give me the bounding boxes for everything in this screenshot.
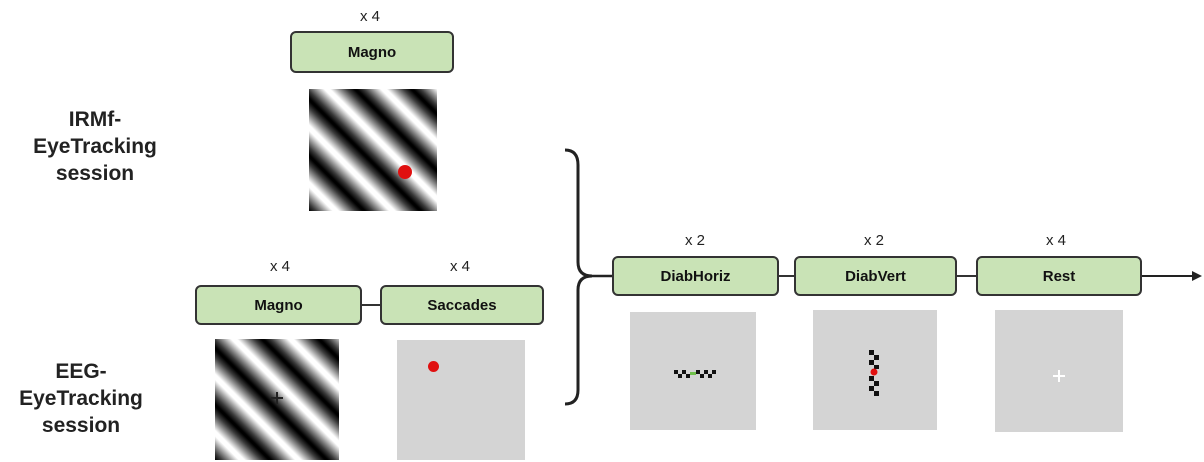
arrow-head <box>1192 271 1202 281</box>
rest-stimulus <box>995 310 1123 432</box>
irmf-magno-block: Magno <box>290 31 454 73</box>
irmf-magno-stimulus <box>309 89 437 211</box>
eeg-session-label: EEG- EyeTracking session <box>19 360 143 437</box>
diab-vert-stimulus <box>813 310 937 430</box>
eeg-magno-block: Magno <box>195 285 362 325</box>
eeg-magno-stimulus <box>215 339 339 460</box>
diab-horiz-stimulus <box>630 312 756 430</box>
fixation-cross-icon <box>271 392 283 404</box>
bracket <box>564 148 593 406</box>
eeg-saccades-stimulus <box>397 340 525 460</box>
irmf-session-label: IRMf- EyeTracking session <box>33 108 157 185</box>
red-target-dot <box>428 361 439 372</box>
eeg-saccades-block: Saccades <box>380 285 544 325</box>
horizontal-checkerboard-icon <box>674 370 716 378</box>
diab-vert-reps: x 2 <box>863 232 884 249</box>
irmf-magno-reps: x 4 <box>359 8 380 25</box>
diab-horiz-block: DiabHoriz <box>612 256 779 296</box>
eeg-magno-reps: x 4 <box>269 258 290 275</box>
diab-horiz-reps: x 2 <box>684 232 705 249</box>
rest-block: Rest <box>976 256 1142 296</box>
rest-reps: x 4 <box>1045 232 1066 249</box>
eeg-saccades-reps: x 4 <box>449 258 470 275</box>
white-cross-icon <box>1053 370 1065 382</box>
diab-vert-block: DiabVert <box>794 256 957 296</box>
vertical-checkerboard-icon <box>869 350 879 396</box>
red-target-dot <box>398 165 412 179</box>
